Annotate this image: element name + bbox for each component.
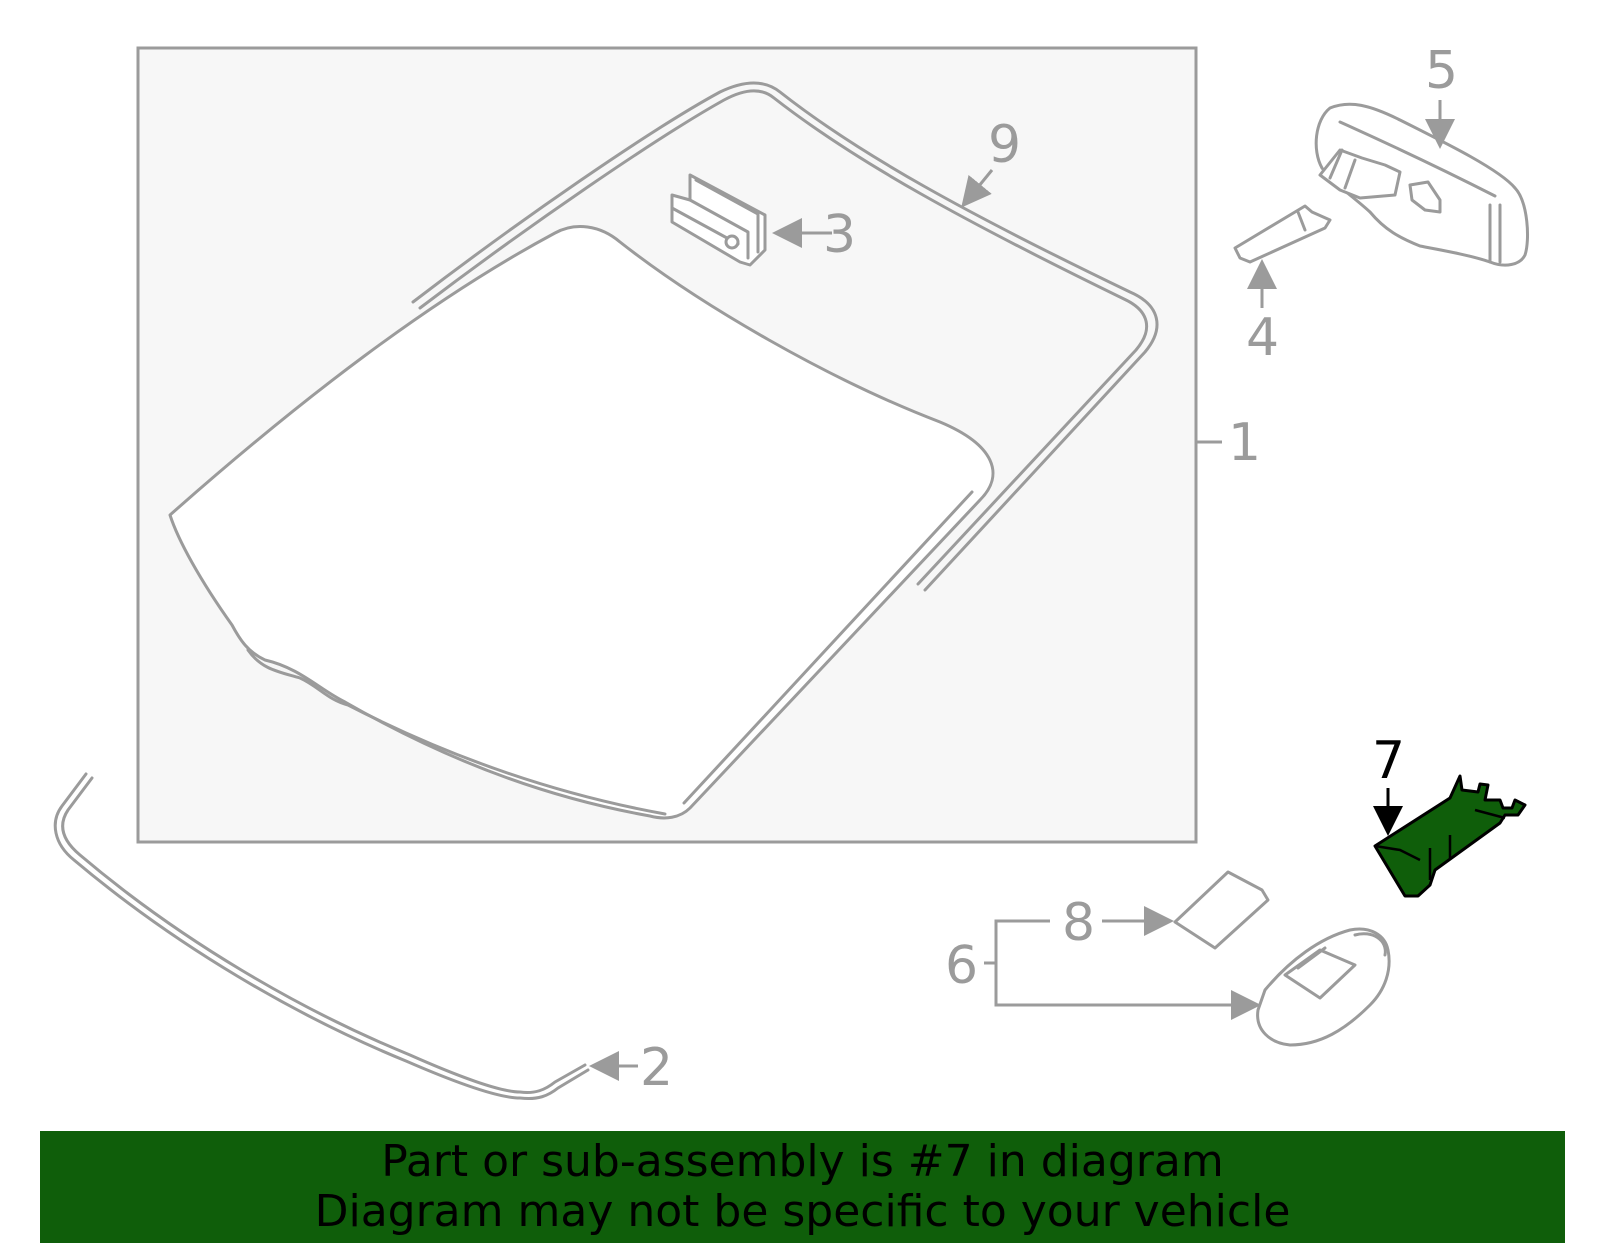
- callout-7: 7: [1372, 731, 1405, 791]
- part-1-glass: [168, 225, 995, 820]
- callout-3: 3: [823, 205, 856, 265]
- callout-1: 1: [1228, 413, 1261, 473]
- banner-line-disclaimer: Diagram may not be specific to your vehi…: [314, 1186, 1291, 1237]
- part-6-sensor: [1256, 927, 1391, 1047]
- callout-9: 9: [988, 115, 1021, 175]
- callout-4: 4: [1246, 308, 1279, 368]
- part-8-pad: [1173, 870, 1270, 950]
- part-2-lower-molding: [53, 772, 590, 1100]
- callout-6: 6: [945, 936, 978, 996]
- callout-2: 2: [640, 1038, 673, 1098]
- part-4-bracket: [1233, 204, 1332, 264]
- part-9-molding: [411, 81, 1159, 592]
- banner-line-part: Part or sub-assembly is #7 in diagram: [381, 1136, 1224, 1187]
- part-3-bracket: [670, 173, 767, 267]
- callout-5: 5: [1425, 41, 1458, 101]
- part-5-mirror: [1314, 102, 1530, 267]
- callout-8: 8: [1062, 893, 1095, 953]
- part-info-banner: Part or sub-assembly is #7 in diagram Di…: [40, 1131, 1565, 1243]
- leader-9: [961, 169, 994, 208]
- part-7-highlighted-bracket: [1373, 774, 1527, 898]
- leader-6-8: [984, 906, 1261, 1020]
